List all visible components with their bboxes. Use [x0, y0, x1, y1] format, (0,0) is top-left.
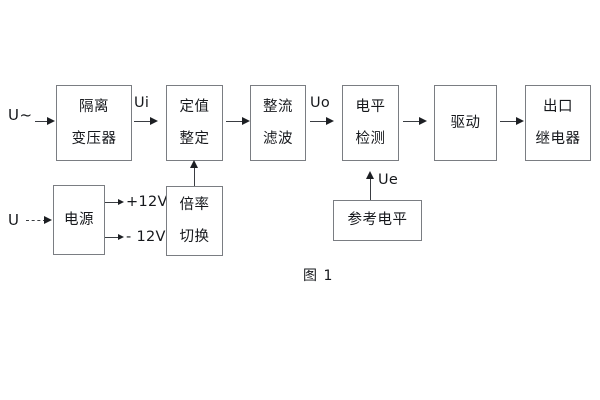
rail-positive-arrow-icon: [118, 198, 124, 205]
setting-to-rectify-arrow-icon: [242, 116, 250, 125]
rail-positive-label: +12V: [126, 194, 168, 210]
block-power-supply: 电源: [53, 185, 105, 255]
rail-negative-label: - 12V: [126, 229, 166, 245]
block-setting-value-line1: 定值: [179, 99, 210, 116]
block-multiplier-switch-line2: 切换: [179, 228, 210, 245]
ac-input-connector-line: [35, 121, 53, 122]
block-rectify-filter-line1: 整流: [263, 99, 293, 116]
block-power-supply-line1: 电源: [64, 211, 94, 228]
multiplier-to-setting-line: [194, 166, 195, 186]
block-output-relay-line2: 继电器: [535, 130, 581, 147]
ac-input-arrow-icon: [47, 116, 55, 125]
multiplier-to-setting-arrow-icon: [189, 160, 198, 168]
signal-label-ue: Ue: [378, 172, 399, 188]
uo-connector-line: [310, 121, 330, 122]
rail-positive-line: [105, 202, 122, 203]
drive-to-relay-line: [500, 121, 520, 122]
figure-caption: 图 1: [303, 268, 334, 284]
block-rectify-filter: 整流 滤波: [250, 85, 306, 161]
reference-to-level-line: [370, 178, 371, 200]
block-isolation-transformer-line2: 变压器: [71, 130, 117, 147]
block-reference-level-line1: 参考电平: [347, 212, 408, 229]
ui-connector-line: [134, 121, 154, 122]
block-output-relay: 出口 继电器: [525, 85, 591, 161]
uo-arrow-icon: [326, 116, 334, 125]
block-multiplier-switch-line1: 倍率: [179, 197, 210, 214]
signal-label-uo: Uo: [310, 95, 331, 111]
level-to-drive-line: [403, 121, 423, 122]
block-multiplier-switch: 倍率 切换: [166, 186, 223, 256]
block-reference-level: 参考电平: [333, 200, 422, 241]
signal-label-ui: Ui: [134, 95, 150, 111]
setting-to-rectify-line: [226, 121, 246, 122]
block-level-detection-line1: 电平: [355, 99, 386, 116]
block-level-detection-line2: 检测: [355, 130, 386, 147]
ui-arrow-icon: [150, 116, 158, 125]
rail-negative-arrow-icon: [118, 233, 124, 240]
block-rectify-filter-line2: 滤波: [263, 130, 293, 147]
ac-input-terminal-label: U~: [8, 106, 33, 124]
block-isolation-transformer-line1: 隔离: [79, 99, 109, 116]
dc-input-terminal-label: U: [8, 211, 20, 229]
block-isolation-transformer: 隔离 变压器: [56, 85, 132, 161]
block-setting-value-line2: 整定: [179, 130, 210, 147]
dc-input-dashed-line: [26, 220, 46, 221]
block-level-detection: 电平 检测: [342, 85, 399, 161]
level-to-drive-arrow-icon: [419, 116, 427, 125]
drive-to-relay-arrow-icon: [516, 116, 524, 125]
dc-input-arrow-icon: [44, 215, 52, 224]
block-setting-value: 定值 整定: [166, 85, 223, 161]
block-output-relay-line1: 出口: [543, 99, 573, 116]
reference-to-level-arrow-icon: [365, 171, 374, 179]
block-drive: 驱动: [434, 85, 497, 161]
rail-negative-line: [105, 237, 122, 238]
block-drive-line1: 驱动: [450, 114, 481, 131]
